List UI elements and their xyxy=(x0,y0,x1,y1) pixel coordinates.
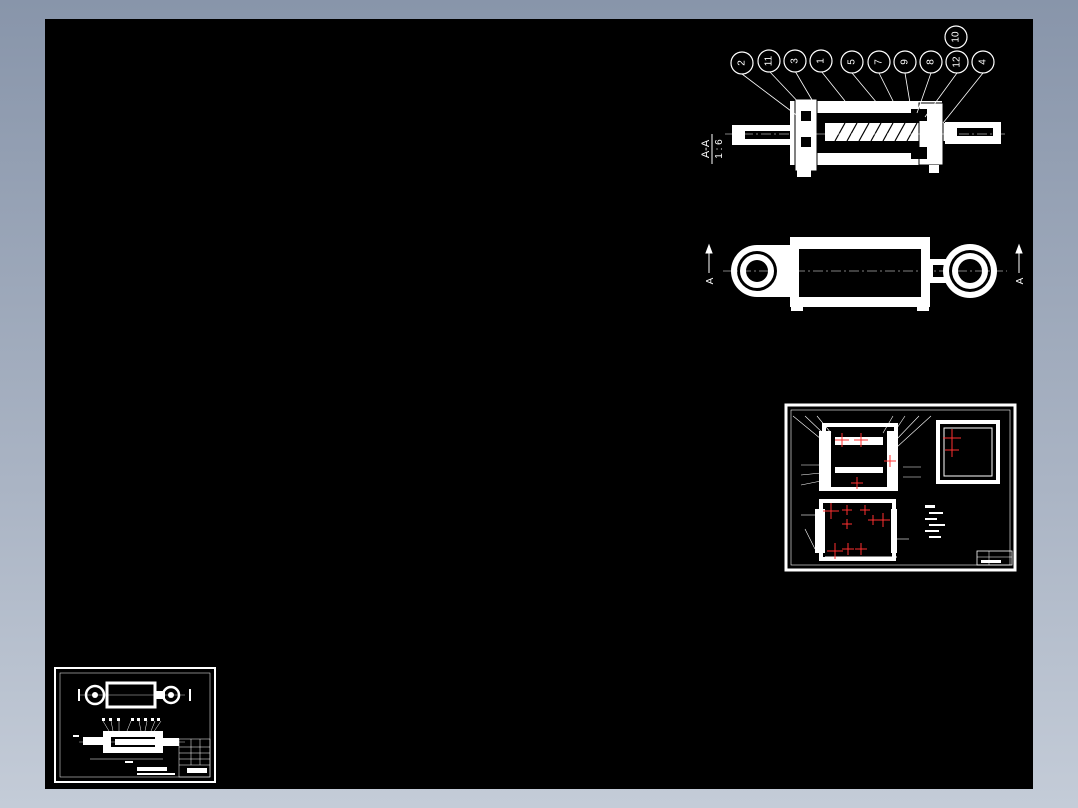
thumbnail-cylinder-drawing[interactable] xyxy=(54,667,216,783)
balloon-1: 1 xyxy=(809,49,833,73)
svg-text:8: 8 xyxy=(926,59,937,65)
balloon-10: 10 xyxy=(944,25,968,49)
svg-text:11: 11 xyxy=(764,55,775,66)
section-scale: 1 : 6 xyxy=(714,139,725,159)
svg-text:10: 10 xyxy=(951,31,962,43)
balloon-12: 12 xyxy=(945,50,969,74)
section-label: A-A xyxy=(700,139,712,158)
balloon-4: 4 xyxy=(971,50,995,74)
svg-text:3: 3 xyxy=(790,58,801,64)
cut-label-left: A xyxy=(705,277,716,284)
balloon-8: 8 xyxy=(919,50,943,74)
svg-text:2: 2 xyxy=(737,60,748,66)
cad-canvas[interactable]: A-A 1 : 6 xyxy=(45,19,1033,789)
balloon-7: 7 xyxy=(867,50,891,74)
svg-text:4: 4 xyxy=(978,59,989,65)
svg-text:12: 12 xyxy=(952,56,963,68)
svg-text:9: 9 xyxy=(900,59,911,65)
balloon-5: 5 xyxy=(840,50,864,74)
section-view-a-a: A-A 1 : 6 xyxy=(700,25,1007,177)
svg-text:5: 5 xyxy=(847,59,858,65)
balloon-2: 2 xyxy=(730,51,754,75)
svg-text:1: 1 xyxy=(816,58,827,64)
balloon-9: 9 xyxy=(893,50,917,74)
thumbnail-fixture-drawing[interactable] xyxy=(784,403,1017,572)
balloon-11: 11 xyxy=(757,49,781,73)
svg-text:7: 7 xyxy=(874,59,885,65)
cut-label-right: A xyxy=(1015,277,1026,284)
rear-end-cap xyxy=(794,98,818,172)
plan-view: A A xyxy=(705,237,1026,311)
balloon-3: 3 xyxy=(783,49,807,73)
drawing-sheet: A-A 1 : 6 xyxy=(54,25,1026,783)
